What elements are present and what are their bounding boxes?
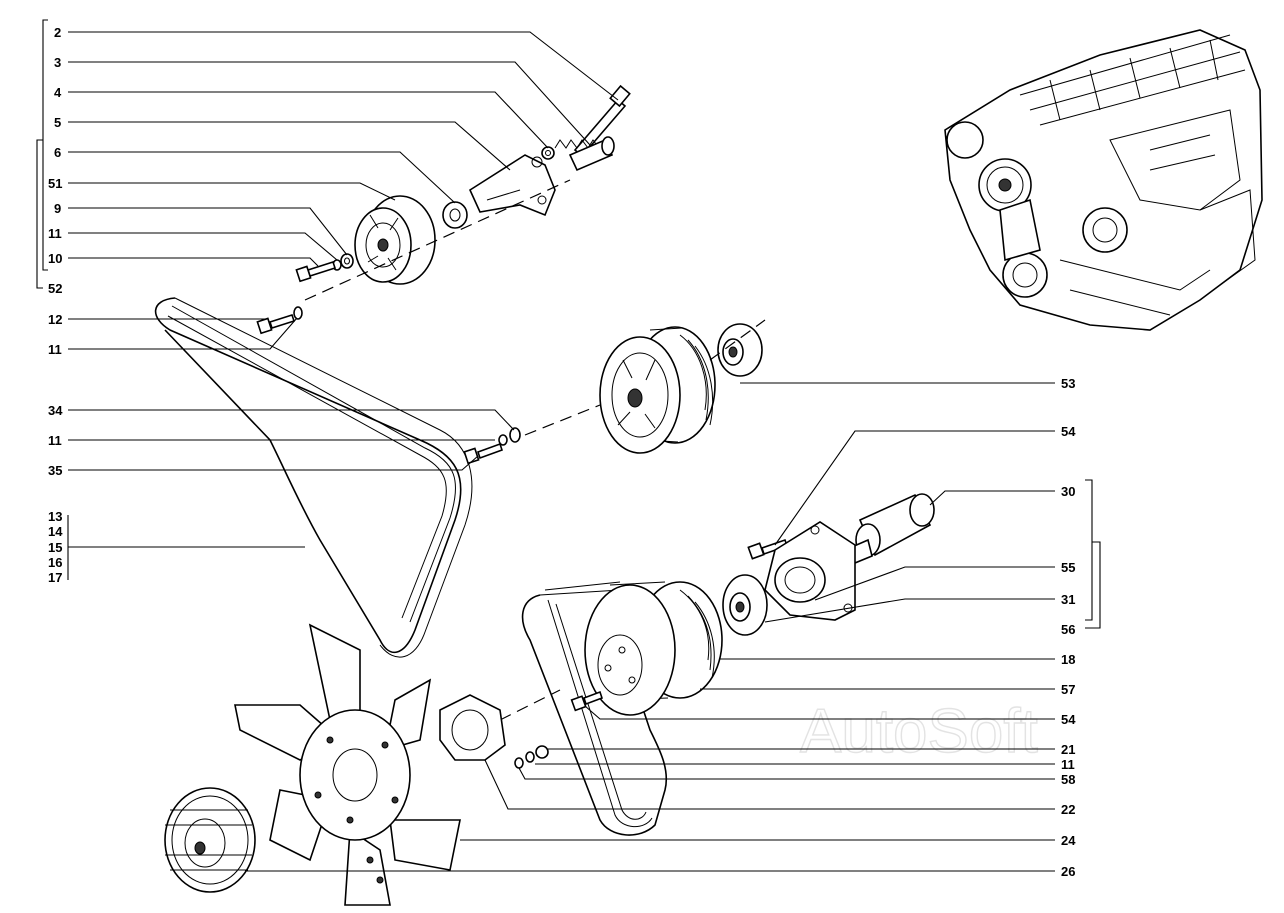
callout-6: 6 — [54, 145, 61, 160]
callout-labels: 2 3 4 5 6 51 9 11 10 52 12 11 34 11 35 1… — [48, 25, 1076, 879]
bolt-35 — [463, 442, 504, 465]
pulley-53 — [599, 326, 716, 454]
callout-12: 12 — [48, 312, 62, 327]
callout-2: 2 — [54, 25, 61, 40]
callout-53: 53 — [1061, 376, 1075, 391]
idler-pulley-51 — [354, 195, 436, 285]
watermark: AutoSoft — [800, 697, 1038, 766]
bolt-12 — [256, 313, 296, 335]
poly-v-belt-lower — [521, 581, 668, 836]
tensioner-nut — [541, 146, 555, 160]
stud-54-lower — [570, 690, 604, 712]
callout-11-c: 11 — [48, 433, 62, 448]
fan-clutch-26 — [164, 787, 256, 893]
thermostat-housing-30 — [844, 493, 935, 567]
callout-5: 5 — [54, 115, 61, 130]
callout-24: 24 — [1061, 833, 1076, 848]
callout-26: 26 — [1061, 864, 1075, 879]
pump-flange-31 — [722, 574, 768, 636]
washer-58 — [514, 757, 524, 769]
callout-55: 55 — [1061, 560, 1075, 575]
callout-57: 57 — [1061, 682, 1075, 697]
callout-35: 35 — [48, 463, 62, 478]
callout-18: 18 — [1061, 652, 1075, 667]
callout-15: 15 — [48, 540, 62, 555]
callout-11-a: 11 — [48, 226, 62, 241]
idler-spacer-6 — [442, 201, 468, 229]
engine-assembly-illustration — [944, 29, 1263, 331]
washer-11-lower — [498, 434, 508, 446]
bolt-10 — [295, 260, 337, 283]
axis-line-idler — [304, 179, 571, 301]
fan-spacer-22 — [439, 694, 506, 761]
callout-4: 4 — [54, 85, 62, 100]
pump-housing-55 — [764, 521, 856, 621]
callout-9: 9 — [54, 201, 61, 216]
fan-impeller-24 — [234, 623, 461, 906]
leader-lines — [36, 19, 1101, 872]
tensioner-bushing — [568, 136, 615, 172]
callout-34: 34 — [48, 403, 63, 418]
washer-9 — [340, 253, 354, 269]
pump-pulley-18 — [584, 581, 723, 716]
washer-11-fan — [525, 751, 535, 763]
callout-51: 51 — [48, 176, 62, 191]
callout-17: 17 — [48, 570, 62, 585]
hub-flange-53 — [717, 323, 763, 377]
callout-11-b: 11 — [48, 342, 62, 357]
poly-v-belt-upper — [154, 297, 473, 658]
washer-11-mid — [293, 306, 303, 320]
callout-31: 31 — [1061, 592, 1075, 607]
callout-16: 16 — [48, 555, 62, 570]
callout-54-b: 54 — [1061, 712, 1076, 727]
callout-21: 21 — [1061, 742, 1075, 757]
callout-56: 56 — [1061, 622, 1075, 637]
callout-11-d: 11 — [1061, 757, 1075, 772]
axis-line-pump — [499, 689, 561, 721]
callout-52: 52 — [48, 281, 62, 296]
callout-54-a: 54 — [1061, 424, 1076, 439]
callout-3: 3 — [54, 55, 61, 70]
callout-30: 30 — [1061, 484, 1075, 499]
callout-22: 22 — [1061, 802, 1075, 817]
nut-21 — [535, 745, 549, 759]
callout-58: 58 — [1061, 772, 1075, 787]
callout-14: 14 — [48, 524, 63, 539]
stud-54-upper — [747, 538, 789, 560]
tensioner-bracket — [468, 154, 556, 217]
washer-34 — [509, 427, 521, 443]
callout-10: 10 — [48, 251, 62, 266]
callout-13: 13 — [48, 509, 62, 524]
axis-line-53 — [524, 319, 766, 436]
